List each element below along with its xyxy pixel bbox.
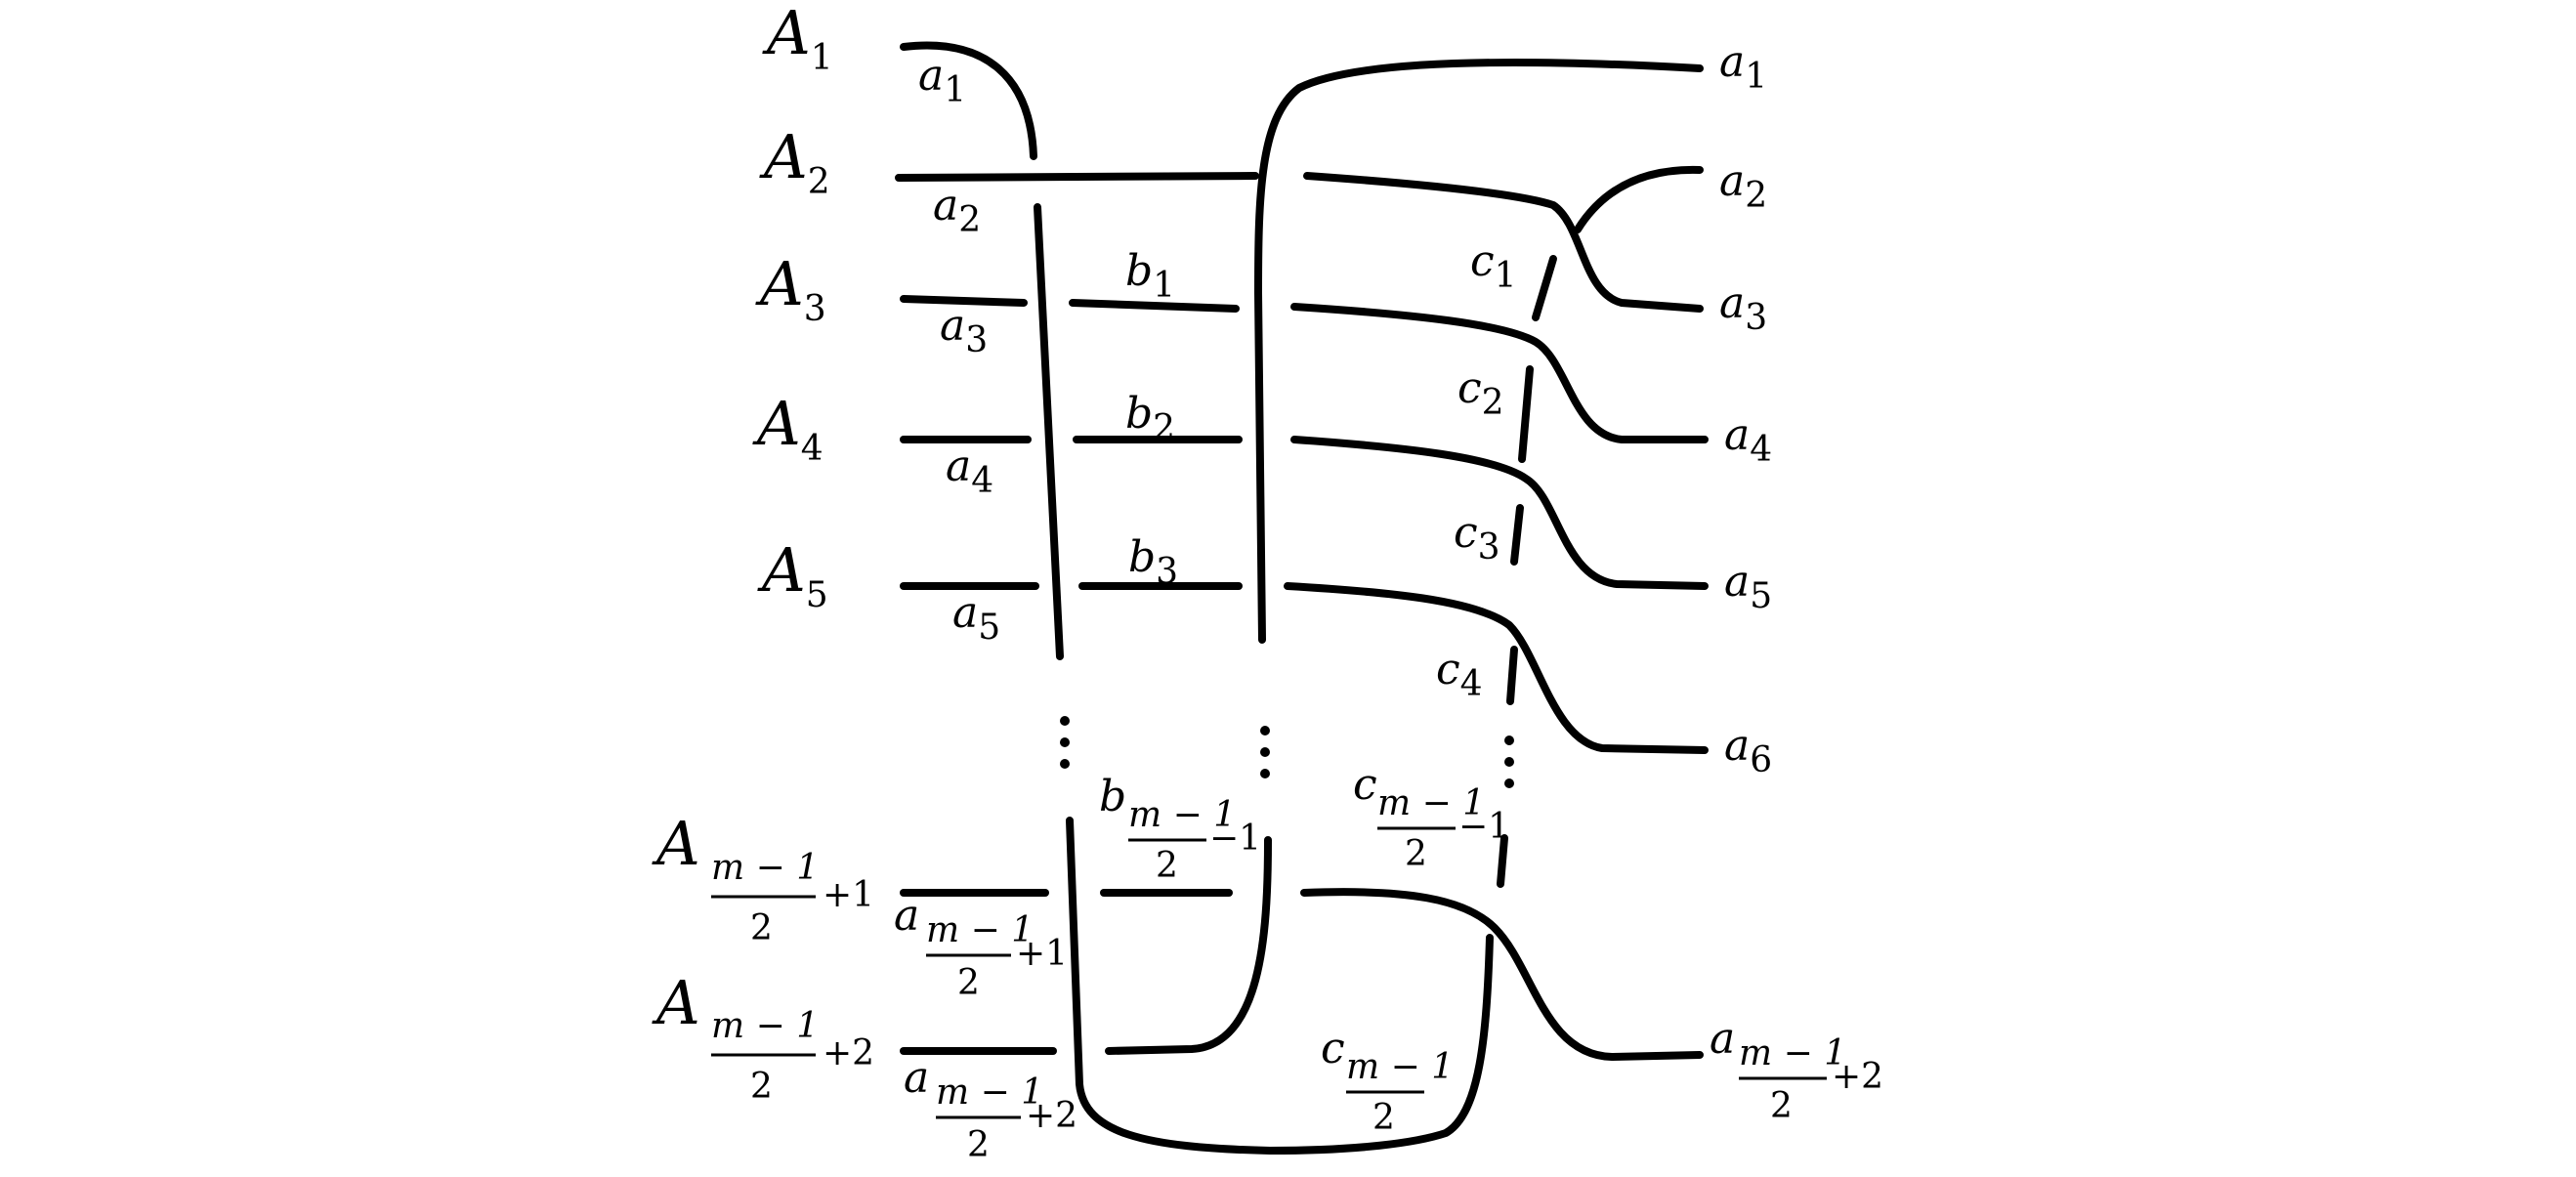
frac-numerator: m − 1 — [711, 1006, 819, 1046]
strand-vertical-middle — [1253, 59, 1704, 644]
strand-c4 — [1506, 646, 1518, 705]
dot — [1060, 759, 1070, 769]
frac-denominator: 2 — [1372, 1098, 1395, 1138]
ellipsis-dots — [1060, 716, 1514, 788]
strand-a2-right — [1303, 172, 1704, 313]
frac-numerator: m − 1 — [926, 910, 1034, 950]
dot — [1260, 726, 1270, 736]
left-labels: A1 A2 A3 A4 A5 A m − 1 2 +1 A m − 1 2 +2 — [652, 0, 874, 1107]
label-tail: +2 — [823, 1033, 874, 1073]
label-tail: +1 — [1016, 934, 1068, 974]
strand-a1-left — [900, 41, 1037, 160]
label-tail: −1 — [1209, 819, 1261, 859]
label-base: c — [1353, 760, 1377, 810]
label-c-mid: c m − 1 2 — [1321, 1024, 1454, 1138]
frac-denominator: 2 — [750, 908, 773, 948]
label-A3: A3 — [755, 248, 826, 329]
label-a3-arc: a3 — [940, 301, 988, 360]
dot — [1504, 736, 1514, 745]
label-base: A — [652, 967, 700, 1038]
label-A2: A2 — [759, 121, 830, 202]
strand-a2-horizontal — [895, 172, 1259, 182]
label-base: c — [1321, 1024, 1345, 1073]
label-base: a — [1710, 1014, 1735, 1064]
strand-a3-left — [900, 295, 1028, 307]
label-a5-arc: a5 — [952, 588, 1000, 648]
strand-b1 — [1069, 299, 1240, 313]
label-b1: b1 — [1125, 246, 1175, 306]
strand-c2 — [1518, 365, 1534, 463]
dot — [1504, 778, 1514, 788]
label-a3-right: a3 — [1719, 278, 1767, 338]
right-labels: a1 a2 a3 a4 a5 a6 a m − 1 2 +2 — [1710, 37, 1883, 1126]
b-labels: b1 b2 b3 b m − 1 2 −1 — [1099, 246, 1261, 886]
label-b2: b2 — [1125, 389, 1175, 448]
dot — [1060, 716, 1070, 726]
c-labels: c1 c2 c3 c4 c m − 1 2 −1 c m − 1 2 — [1321, 236, 1517, 1138]
strand-c3 — [1510, 504, 1524, 566]
label-a6-right: a6 — [1724, 721, 1772, 780]
label-A5: A5 — [757, 534, 828, 615]
label-c3: c3 — [1454, 508, 1500, 567]
label-a4-arc: a4 — [946, 441, 993, 501]
frac-numerator: m − 1 — [1739, 1033, 1846, 1073]
strand-vertical-left-bottom — [1066, 817, 1494, 1156]
label-a-mid-plus2-arc: a m − 1 2 +2 — [904, 1053, 1077, 1165]
frac-denominator: 2 — [1770, 1086, 1793, 1126]
label-tail: +2 — [1026, 1096, 1077, 1136]
frac-numerator: m − 1 — [936, 1072, 1043, 1113]
frac-numerator: m − 1 — [1128, 795, 1236, 835]
label-a2-right: a2 — [1719, 156, 1767, 216]
dot — [1504, 757, 1514, 767]
label-a2-arc: a2 — [933, 181, 981, 240]
label-a-mid-plus1-arc: a m − 1 2 +1 — [894, 891, 1068, 1003]
frac-denominator: 2 — [1156, 846, 1178, 886]
frac-denominator: 2 — [750, 1067, 773, 1107]
strand-a3-right — [1290, 303, 1709, 443]
strand-c-m1 — [1497, 834, 1508, 888]
dot — [1060, 737, 1070, 747]
dot — [1260, 747, 1270, 757]
label-c-mid-minus1: c m − 1 2 −1 — [1353, 760, 1510, 874]
dot — [1260, 769, 1270, 778]
label-tail: +1 — [823, 875, 874, 915]
strands — [895, 41, 1709, 1156]
strand-vertical-left — [1034, 203, 1064, 660]
label-tail: +2 — [1832, 1057, 1883, 1097]
label-tail: −1 — [1458, 807, 1510, 847]
label-A4: A4 — [752, 388, 823, 469]
label-a-mid-plus2-right: a m − 1 2 +2 — [1710, 1014, 1883, 1126]
label-a1-arc: a1 — [918, 51, 966, 110]
label-A1: A1 — [762, 0, 833, 78]
frac-numerator: m − 1 — [711, 848, 819, 888]
label-A-mid-plus1: A m − 1 2 +1 — [652, 808, 874, 948]
arc-labels: a1 a2 a3 a4 a5 a m − 1 2 +1 a m − 1 2 +2 — [894, 51, 1077, 1165]
label-base: b — [1099, 772, 1126, 821]
strand-b-last-curve — [1105, 836, 1272, 1055]
strand-a4-right — [1290, 436, 1709, 590]
strand-c1 — [1532, 255, 1557, 321]
label-c1: c1 — [1470, 236, 1517, 296]
label-a1-right: a1 — [1719, 37, 1767, 97]
label-a4-right: a4 — [1724, 410, 1772, 470]
label-b-mid-minus1: b m − 1 2 −1 — [1099, 772, 1261, 886]
frac-numerator: m − 1 — [1377, 783, 1485, 823]
frac-numerator: m − 1 — [1346, 1047, 1454, 1087]
strand-am1-right — [1300, 888, 1704, 1062]
label-base: A — [652, 808, 700, 879]
strand-a5-right — [1284, 582, 1709, 754]
label-c4: c4 — [1436, 645, 1483, 704]
strand-a2-topright — [1574, 165, 1704, 233]
frac-denominator: 2 — [1405, 834, 1427, 874]
label-base: a — [894, 891, 919, 941]
label-c2: c2 — [1457, 363, 1504, 423]
label-a5-right: a5 — [1724, 557, 1772, 616]
frac-denominator: 2 — [957, 963, 980, 1003]
frac-denominator: 2 — [967, 1125, 990, 1165]
label-A-mid-plus2: A m − 1 2 +2 — [652, 967, 874, 1107]
label-b3: b3 — [1128, 532, 1178, 592]
label-base: a — [904, 1053, 929, 1103]
